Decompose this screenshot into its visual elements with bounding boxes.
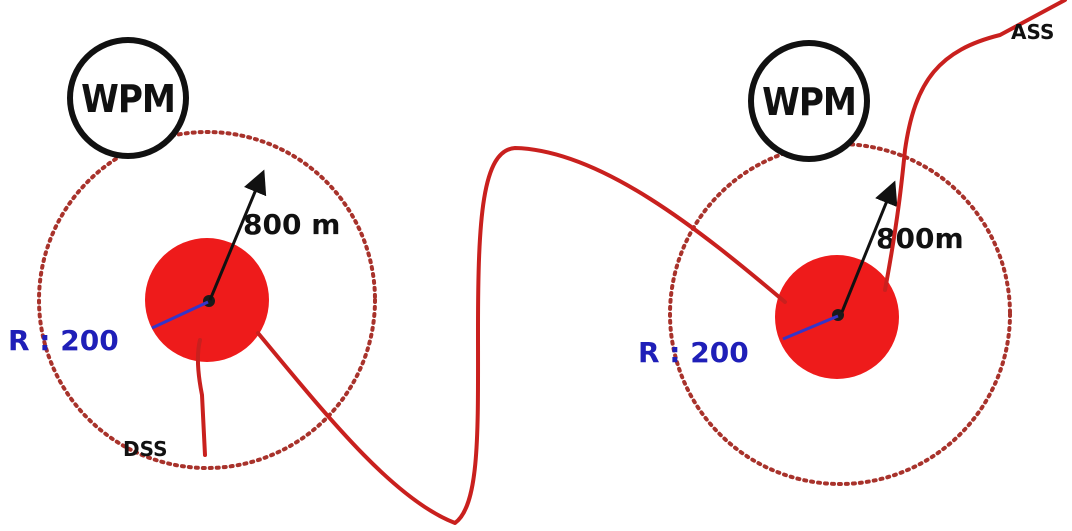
outer-radius-arrow [208,169,267,301]
wpm-badge-ring [67,37,189,159]
wpm-badge-text: WPM [762,80,856,124]
wpm-badge: WPM [67,37,189,159]
inner-radius-label: R : 200 [8,324,119,357]
inner-radius-label: R : 200 [638,336,749,369]
waypoint-2: 800m R : 200 WPM [638,40,1012,486]
outer-radius-label: 800m [876,222,964,255]
end-label: ASS [1011,20,1054,44]
validation-radius-ring [37,130,377,470]
track-path [195,0,1067,525]
wpm-badge-ring [748,40,870,162]
outer-radius-arrow [840,180,898,313]
inner-radius-line [782,314,839,341]
waypoint-center-dot [203,295,215,307]
waypoint-1: 800 m R : 200 WPM [8,37,377,470]
wpm-badge-text: WPM [81,77,175,121]
start-label: DSS [123,437,168,461]
inner-radius-line [151,300,209,330]
outer-radius-label: 800 m [243,208,340,241]
wpm-badge: WPM [748,40,870,162]
